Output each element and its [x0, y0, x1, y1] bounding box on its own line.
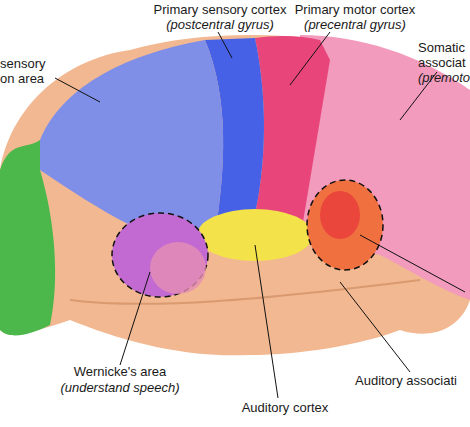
brain-outline	[0, 35, 470, 355]
region-label: Primary sensory cortex	[140, 2, 300, 17]
leader-line	[120, 272, 150, 365]
region-label: Auditory cortex	[220, 400, 350, 415]
leader-line	[360, 235, 465, 292]
auditory-cortex	[197, 209, 313, 261]
occipital-lobe	[0, 140, 55, 335]
temporal-fold	[70, 280, 420, 304]
region-subtitle: (understand speech)	[40, 380, 200, 395]
broca-highlight	[320, 191, 360, 239]
parietal-lobe	[40, 40, 223, 235]
region-label: sensory	[0, 56, 70, 71]
region-label: Auditory associati	[355, 373, 470, 388]
region-label: Somatic	[418, 40, 470, 55]
region-label: Primary motor cortex	[280, 2, 430, 17]
region-subtitle: (premoto	[418, 70, 470, 85]
region-label: on area	[0, 71, 70, 86]
region-label: associat	[418, 55, 470, 70]
region-subtitle: (precentral gyrus)	[280, 17, 430, 32]
leader-line	[340, 282, 410, 372]
leader-line	[290, 32, 330, 85]
region-subtitle: (postcentral gyrus)	[140, 17, 300, 32]
wernicke-highlight	[150, 242, 206, 294]
region-label: Wernicke's area	[40, 364, 200, 379]
leader-line	[255, 245, 278, 398]
leader-lines	[55, 32, 465, 398]
wernicke-area	[112, 213, 208, 297]
broca-area	[307, 180, 383, 270]
leader-line	[218, 32, 232, 58]
leader-line	[55, 78, 100, 102]
